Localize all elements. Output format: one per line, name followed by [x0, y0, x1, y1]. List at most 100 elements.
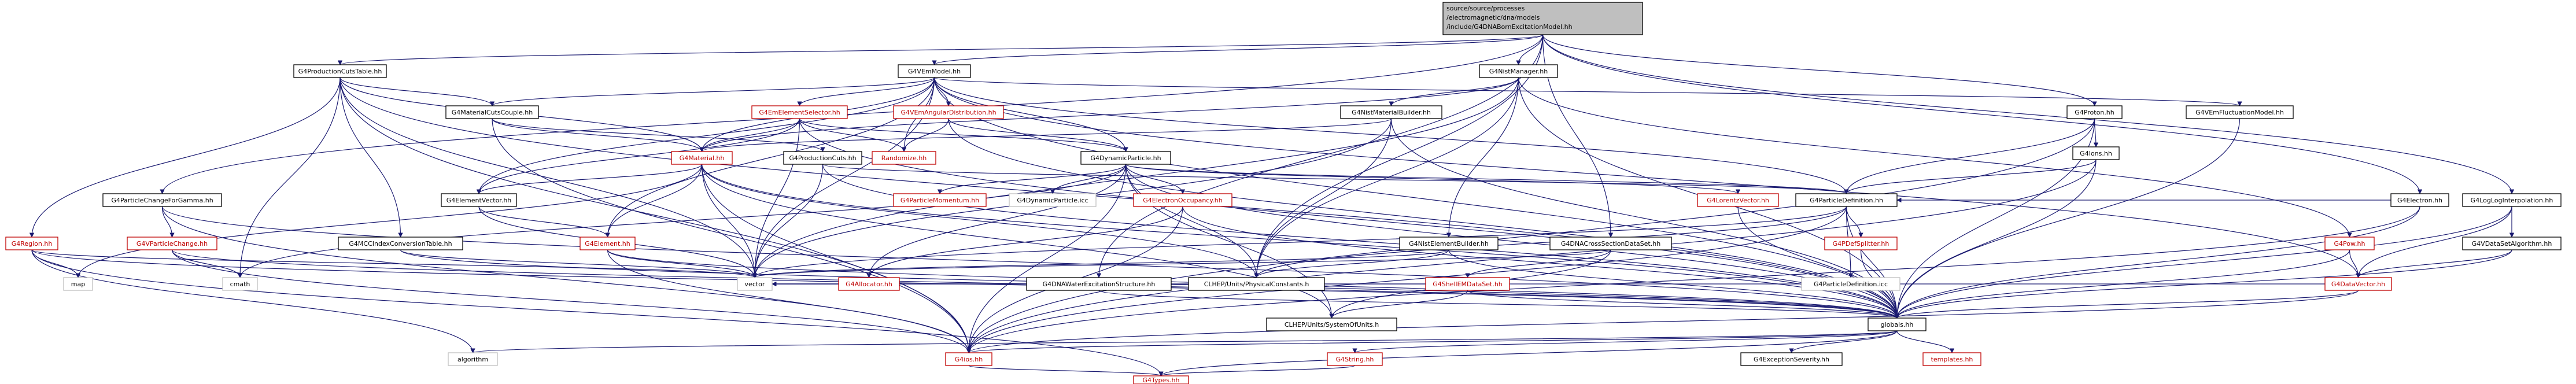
node-g4productioncutstable[interactable]: G4ProductionCutsTable.hh	[293, 64, 387, 78]
node-vector: vector	[737, 277, 773, 291]
edge-g4element-to-g4ios	[607, 249, 972, 353]
node-box	[1266, 317, 1397, 331]
edge-g4region-to-algorithm	[31, 249, 475, 353]
node-g4element[interactable]: G4Element.hh	[580, 237, 636, 250]
edge-g4nistelementbuilder-to-vector	[752, 249, 1449, 278]
node-systemofunits[interactable]: CLHEP/Units/SystemOfUnits.h	[1266, 317, 1397, 331]
edge-g4material-to-systemofunits	[701, 164, 1334, 319]
node-g4pdefsplitter[interactable]: G4PDefSplitter.hh	[1824, 237, 1898, 250]
node-label: G4ShellEMDataSet.hh	[1433, 280, 1503, 288]
node-g4nistmanager[interactable]: G4NistManager.hh	[1479, 64, 1558, 78]
edge-g4emelementselector-to-g4material	[699, 118, 800, 152]
node-box	[127, 237, 217, 250]
node-g4region[interactable]: G4Region.hh	[5, 237, 58, 250]
edge-g4material-to-g4elementvector	[476, 164, 703, 194]
node-box	[737, 277, 773, 291]
edge-g4logloginterpolation-to-globals	[1894, 206, 2512, 319]
node-label: G4DynamicParticle.icc	[1017, 197, 1088, 204]
node-label: G4VEmAngularDistribution.hh	[901, 109, 996, 116]
node-box	[1479, 64, 1558, 78]
node-g4string[interactable]: G4String.hh	[1327, 352, 1383, 366]
node-label: G4ProductionCutsTable.hh	[298, 68, 382, 75]
node-g4mccindexconversiontable[interactable]: G4MCCIndexConversionTable.hh	[338, 237, 463, 250]
edge-root-to-g4logloginterpolation	[1542, 34, 2515, 194]
node-g4materialcutscouple[interactable]: G4MaterialCutsCouple.hh	[445, 105, 539, 119]
edge-g4emelementselector-to-randomize	[799, 118, 907, 152]
node-box	[1188, 277, 1325, 291]
edge-g4region-to-g4types	[31, 249, 1164, 376]
edge-g4electronoccupancy-to-globals	[1182, 206, 1900, 319]
node-box	[448, 352, 498, 366]
node-g4electron[interactable]: G4Electron.hh	[2390, 193, 2449, 207]
node-box	[1795, 193, 1898, 207]
node-box	[2186, 105, 2294, 119]
node-g4electronoccupancy[interactable]: G4ElectronOccupancy.hh	[1133, 193, 1232, 207]
node-randomize[interactable]: Randomize.hh	[872, 151, 936, 165]
node-g4proton[interactable]: G4Proton.hh	[2066, 105, 2123, 119]
node-label: G4PDefSplitter.hh	[1833, 240, 1889, 248]
node-label: Randomize.hh	[881, 154, 927, 162]
edge-g4materialcutscouple-to-g4ios	[492, 118, 972, 353]
edge-g4vemmodel-to-g4dynamicparticle	[933, 77, 1128, 152]
node-box	[2462, 237, 2562, 250]
node-g4vemangulardistribution[interactable]: G4VEmAngularDistribution.hh	[893, 105, 1004, 119]
edge-g4productioncuts-to-vector	[752, 164, 824, 278]
node-box	[63, 277, 93, 291]
edge-g4material-to-physicalconstants	[701, 164, 1259, 278]
node-g4exceptionseverity[interactable]: G4ExceptionSeverity.hh	[1740, 352, 1843, 366]
node-label: G4VEmModel.hh	[908, 68, 961, 75]
node-g4dnacrosssectiondataset[interactable]: G4DNACrossSectionDataSet.hh	[1549, 237, 1672, 250]
node-box	[102, 193, 222, 207]
node-g4dnawaterexcitationstructure[interactable]: G4DNAWaterExcitationStructure.hh	[1026, 277, 1172, 291]
node-box	[1009, 193, 1097, 207]
node-g4particlechangeforgamma[interactable]: G4ParticleChangeForGamma.hh	[102, 193, 222, 207]
edge-g4dynamicparticle-to-cmath	[237, 164, 1127, 278]
node-globals[interactable]: globals.hh	[1868, 317, 1927, 331]
node-g4vdatasetalgorithm[interactable]: G4VDataSetAlgorithm.hh	[2462, 237, 2562, 250]
node-g4elementvector[interactable]: G4ElementVector.hh	[441, 193, 517, 207]
node-g4logloginterpolation[interactable]: G4LogLogInterpolation.hh	[2462, 193, 2562, 207]
node-g4lorentzvector[interactable]: G4LorentzVector.hh	[1697, 193, 1779, 207]
node-g4ios[interactable]: G4ios.hh	[945, 352, 992, 366]
node-g4vemmodel[interactable]: G4VEmModel.hh	[898, 64, 971, 78]
node-g4types[interactable]: G4Types.hh	[1133, 375, 1189, 384]
edge-g4nistmanager-to-g4nistmaterialbuilder	[1389, 77, 1519, 106]
root-node-label: /include/G4DNABornExcitationModel.hh	[1446, 23, 1573, 31]
node-g4particledefinition[interactable]: G4ParticleDefinition.hh	[1795, 193, 1898, 207]
node-g4ions[interactable]: G4Ions.hh	[2072, 146, 2120, 160]
node-g4vemfluctuationmodel[interactable]: G4VEmFluctuationModel.hh	[2186, 105, 2294, 119]
edge-globals-to-g4types	[1158, 330, 1898, 376]
node-g4allocator[interactable]: G4Allocator.hh	[838, 277, 900, 291]
node-g4material[interactable]: G4Material.hh	[671, 151, 733, 165]
node-g4pow[interactable]: G4Pow.hh	[2324, 237, 2375, 250]
node-label: cmath	[230, 280, 250, 288]
edge-g4vemfluctuationmodel-to-globals	[1894, 118, 2241, 319]
node-label: CLHEP/Units/SystemOfUnits.h	[1285, 321, 1379, 328]
node-g4shellemdataset[interactable]: G4ShellEMDataSet.hh	[1425, 277, 1510, 291]
edge-g4string-to-g4types	[1158, 365, 1356, 376]
edge-g4particledefinition-to-g4ios	[966, 206, 1847, 353]
node-box	[945, 352, 992, 366]
node-g4dynamicparticle-icc: G4DynamicParticle.icc	[1009, 193, 1097, 207]
node-physicalconstants[interactable]: CLHEP/Units/PhysicalConstants.h	[1188, 277, 1325, 291]
node-g4productioncuts[interactable]: G4ProductionCuts.hh	[783, 151, 862, 165]
node-label: G4ParticleDefinition.icc	[1814, 280, 1888, 288]
node-g4nistelementbuilder[interactable]: G4NistElementBuilder.hh	[1399, 237, 1499, 250]
edge-g4datavector-to-g4ios	[966, 290, 2359, 353]
node-g4particlemomentum[interactable]: G4ParticleMomentum.hh	[893, 193, 987, 207]
node-templates[interactable]: templates.hh	[1922, 352, 1981, 366]
edge-root-to-g4dnawaterexcitationstructure	[1096, 34, 1544, 278]
edge-g4dynamicparticle-to-g4particledefinition	[1125, 164, 1849, 194]
node-g4nistmaterialbuilder[interactable]: G4NistMaterialBuilder.hh	[1340, 105, 1442, 119]
root-node[interactable]: source/source/processes/electromagnetic/…	[1442, 2, 1643, 35]
node-box	[1133, 193, 1232, 207]
root-node-label: source/source/processes	[1446, 5, 1525, 12]
edge-g4vemmodel-to-g4elementvector	[476, 77, 935, 194]
node-g4dynamicparticle[interactable]: G4DynamicParticle.hh	[1080, 151, 1171, 165]
node-label: G4LogLogInterpolation.hh	[2471, 197, 2553, 204]
node-g4datavector[interactable]: G4DataVector.hh	[2324, 277, 2392, 291]
edge-globals-to-templates	[1896, 330, 1955, 353]
node-g4emelementselector[interactable]: G4EmElementSelector.hh	[751, 105, 848, 119]
node-g4vparticlechange[interactable]: G4VParticleChange.hh	[127, 237, 217, 250]
